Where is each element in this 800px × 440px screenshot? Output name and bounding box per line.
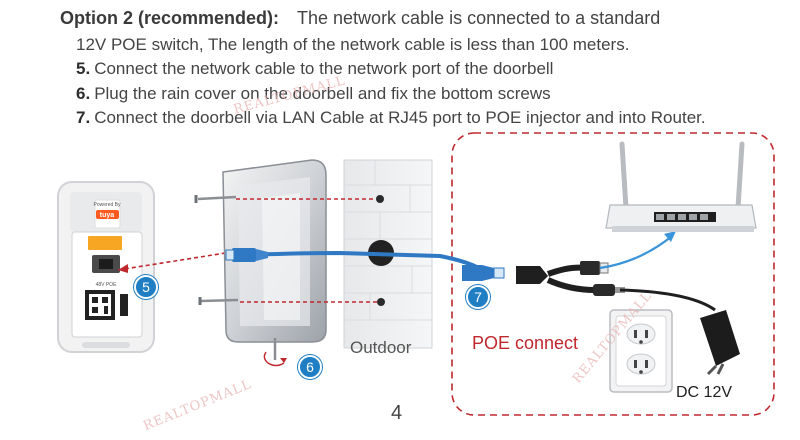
step-number: 7. <box>76 108 91 127</box>
arrow-head <box>664 231 676 242</box>
arrow-to-router <box>599 235 673 270</box>
callout-step-6: 6 <box>298 355 322 379</box>
page-number: 4 <box>391 402 403 424</box>
callout-step-5: 5 <box>134 275 158 299</box>
step-number: 5. <box>76 59 91 78</box>
doorbell-unit <box>57 181 155 353</box>
doorbell-badge: Powered By <box>94 202 121 208</box>
step-text: Connect the doorbell via LAN Cable at RJ… <box>94 108 706 127</box>
poe-connect-label: POE connect <box>472 333 579 353</box>
arrow-head <box>118 264 128 273</box>
step-6: 6.Plug the rain cover on the doorbell an… <box>76 84 551 104</box>
tuya-logo: tuya <box>100 212 115 219</box>
router <box>605 141 757 232</box>
dc-voltage-label: DC 12V <box>676 384 733 401</box>
callout-step-7: 7 <box>466 285 490 309</box>
step-5: 5.Connect the network cable to the netwo… <box>76 59 553 79</box>
step-number: 6. <box>76 84 91 103</box>
outdoor-label: Outdoor <box>350 338 412 357</box>
option-continuation: 12V POE switch, The length of the networ… <box>76 35 630 54</box>
port-label: 48V POE <box>96 282 118 288</box>
screw-top <box>194 195 237 203</box>
poe-region <box>451 132 775 416</box>
option-line: Option 2 (recommended): The network cable… <box>60 8 660 29</box>
lan-cable <box>245 250 484 272</box>
rain-cover <box>222 159 327 343</box>
screw-bottom <box>198 297 239 305</box>
arrow-doorbell-to-cover <box>117 250 239 271</box>
screw-under <box>263 338 287 367</box>
poe-injector <box>516 261 625 296</box>
power-outlet <box>609 309 673 393</box>
power-adapter <box>619 288 740 376</box>
step-7: 7.Connect the doorbell via LAN Cable at … <box>76 108 706 128</box>
option-text: The network cable is connected to a stan… <box>297 8 661 28</box>
step-text: Plug the rain cover on the doorbell and … <box>94 84 551 103</box>
option-label: Option 2 (recommended): <box>60 8 280 28</box>
step-text: Connect the network cable to the network… <box>94 59 554 78</box>
rj45-plug-doorbell <box>225 248 268 262</box>
rj45-plug-poe <box>462 265 505 281</box>
